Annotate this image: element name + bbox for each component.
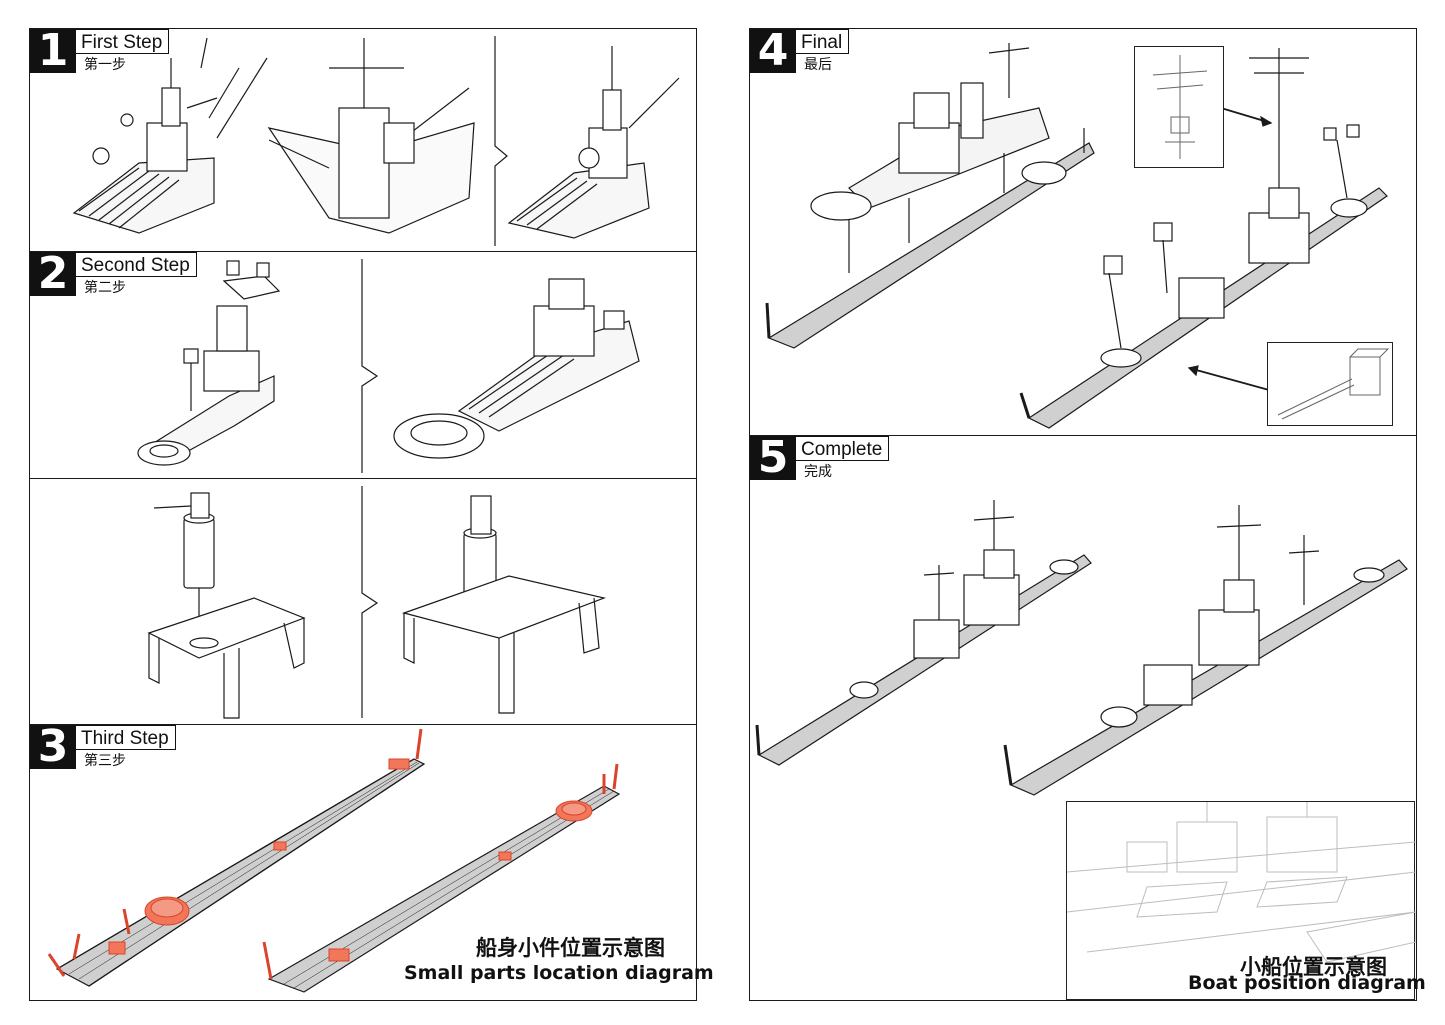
red-part-highlights xyxy=(47,728,619,980)
step4-subtitle: 最后 xyxy=(804,57,832,73)
step3-title: Third Step xyxy=(76,725,176,750)
step3-subtitle: 第三步 xyxy=(84,753,126,769)
final-illustrations xyxy=(765,43,1388,429)
step2-title: Second Step xyxy=(76,252,197,277)
small-parts-caption-en: Small parts location diagram xyxy=(404,962,714,984)
complete-illustrations xyxy=(755,500,1408,796)
step5-number: 5 xyxy=(750,436,796,480)
boat-position-caption-cn: 小船位置示意图 xyxy=(1240,955,1387,979)
gun-detail-drawing xyxy=(1277,348,1390,420)
step5-subtitle: 完成 xyxy=(804,464,832,480)
step1-title: First Step xyxy=(76,29,170,54)
step2-illustrations xyxy=(137,259,640,473)
gun-detail-inset xyxy=(1267,342,1393,426)
step4-title: Final xyxy=(796,29,850,54)
step1-illustrations xyxy=(72,36,680,246)
mast-detail-drawing xyxy=(1152,55,1208,159)
step5-title: Complete xyxy=(796,436,890,461)
boat-position-inset xyxy=(1066,801,1417,1000)
small-parts-caption-cn: 船身小件位置示意图 xyxy=(476,936,665,960)
funnel-illustrations xyxy=(147,486,607,719)
step2-number: 2 xyxy=(30,252,76,296)
step3-number: 3 xyxy=(30,725,76,769)
step1-number: 1 xyxy=(30,29,76,73)
step4-number: 4 xyxy=(750,29,796,73)
boat-position-caption-en: Boat position diagram xyxy=(1188,972,1426,994)
step1-subtitle: 第一步 xyxy=(84,57,126,73)
mast-detail-inset xyxy=(1134,46,1224,168)
hull-illustrations xyxy=(47,728,621,993)
step2-subtitle: 第二步 xyxy=(84,280,126,296)
